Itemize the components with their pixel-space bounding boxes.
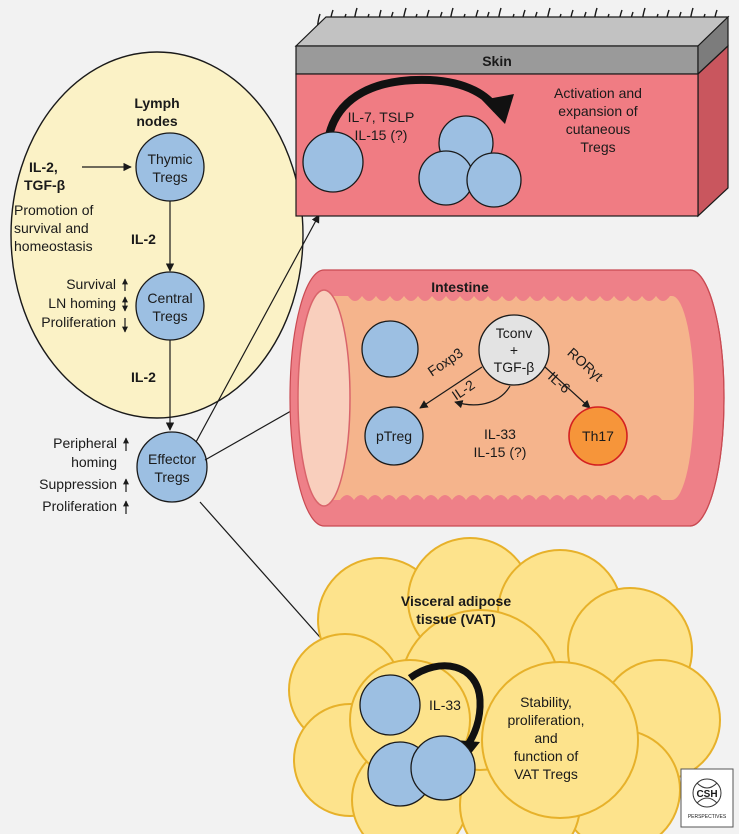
skin-signals: IL-7, TSLP (348, 109, 415, 125)
skin-arrowhead-icon (482, 94, 514, 124)
skin-epidermis (295, 45, 699, 75)
promotion-text: Promotion of (14, 202, 93, 218)
ptreg-cell (364, 406, 424, 466)
il2-label-a: IL-2 (131, 231, 156, 247)
vat-curved-arrow (407, 662, 484, 749)
skin-signals-2: IL-15 (?) (355, 127, 408, 143)
lymph-node-panel: Lymph nodes IL-2, TGF-β Promotion of sur… (10, 51, 304, 419)
skin-outcome-4: Tregs (580, 139, 615, 155)
tconv-label-2: + (510, 342, 518, 358)
intestine-right-edge (689, 269, 725, 527)
vat-outcome-2: proliferation, (507, 712, 584, 728)
skin-panel: Skin IL-7, TSLP IL-15 (?) Activation and… (294, 7, 730, 218)
intestine-treg-cell (361, 320, 419, 378)
lymph-node-ellipse (10, 51, 304, 419)
tconv-to-ptreg-arrow (419, 366, 483, 409)
vat-outcome-4: function of (514, 748, 579, 764)
central-ln-homing: LN homing (48, 295, 116, 311)
vat-outcome: Stability, (520, 694, 572, 710)
thymic-treg-cell (135, 132, 205, 202)
vat-outcome-5: VAT Tregs (514, 766, 578, 782)
skin-title: Skin (482, 53, 512, 69)
central-survival: Survival (66, 276, 116, 292)
intestine-villi-bottom (340, 495, 662, 500)
ptreg-label: pTreg (376, 428, 412, 444)
intestine-opening (297, 289, 351, 507)
skin-outcome-3: cutaneous (566, 121, 631, 137)
promotion-text-2: survival and (14, 220, 89, 236)
vat-il33-label: IL-33 (429, 697, 461, 713)
effector-homing: homing (71, 454, 117, 470)
lymph-node-title-2: nodes (136, 113, 177, 129)
intestine-title: Intestine (431, 279, 489, 295)
effector-treg-label: Effector (148, 451, 196, 467)
central-proliferation: Proliferation (41, 314, 116, 330)
effector-to-skin-arrow (195, 214, 320, 443)
skin-outcome: Activation and (554, 85, 642, 101)
vat-title: Visceral adipose (401, 593, 511, 609)
central-treg-label: Central (147, 290, 192, 306)
il33-intestine-label: IL-33 (484, 426, 516, 442)
vat-outcome-3: and (534, 730, 557, 746)
thymic-treg-label-2: Tregs (152, 169, 187, 185)
tconv-cell (478, 314, 550, 386)
skin-top-surface (294, 16, 730, 47)
effector-proliferation: Proliferation (42, 498, 117, 514)
il33-curve-arrow (454, 385, 511, 409)
skin-outcome-2: expansion of (558, 103, 638, 119)
thymic-signals-2: TGF-β (24, 177, 66, 193)
tconv-to-th17-arrow (544, 366, 591, 409)
central-treg-cell (135, 271, 205, 341)
vat-title-2: tissue (VAT) (416, 611, 496, 627)
skin-curved-arrow (324, 75, 501, 141)
dna-helix-icon (692, 778, 722, 808)
il2-label-b: IL-2 (131, 369, 156, 385)
skin-treg-cluster-3 (466, 152, 522, 208)
skin-treg-cluster-2 (418, 150, 474, 206)
vat-treg-single (359, 674, 421, 736)
skin-treg-single (302, 131, 364, 193)
tconv-label: Tconv (496, 325, 533, 341)
lymph-node-title: Lymph (134, 95, 179, 111)
effector-suppression: Suppression (39, 476, 117, 492)
logo-text: CSH (696, 789, 717, 800)
effector-peripheral: Peripheral (53, 435, 117, 451)
vat-adipocytes (288, 537, 721, 834)
skin-side-red (697, 44, 729, 218)
thymic-signals: IL-2, (29, 159, 58, 175)
tconv-label-3: TGF-β (494, 359, 535, 375)
central-treg-label-2: Tregs (152, 308, 187, 324)
csh-logo: CSH PERSPECTIVES (680, 768, 734, 828)
th17-label: Th17 (582, 428, 614, 444)
th17-cell (568, 406, 628, 466)
effector-treg-label-2: Tregs (154, 469, 189, 485)
intestine-panel: Intestine Tconv + TGF-β Foxp3 IL-2 RORγt… (289, 269, 725, 527)
effector-treg-cell (136, 431, 208, 503)
intestine-villi-top (348, 296, 670, 301)
effector-treg-group: Effector Tregs Peripheral homing Suppres… (39, 431, 208, 514)
vat-panel: Visceral adipose tissue (VAT) IL-33 Stab… (288, 537, 721, 834)
vat-treg-cluster-2 (410, 735, 476, 801)
thymic-treg-label: Thymic (147, 151, 192, 167)
logo-subtext: PERSPECTIVES (688, 814, 727, 820)
il15-intestine-label: IL-15 (?) (474, 444, 527, 460)
promotion-text-3: homeostasis (14, 238, 93, 254)
